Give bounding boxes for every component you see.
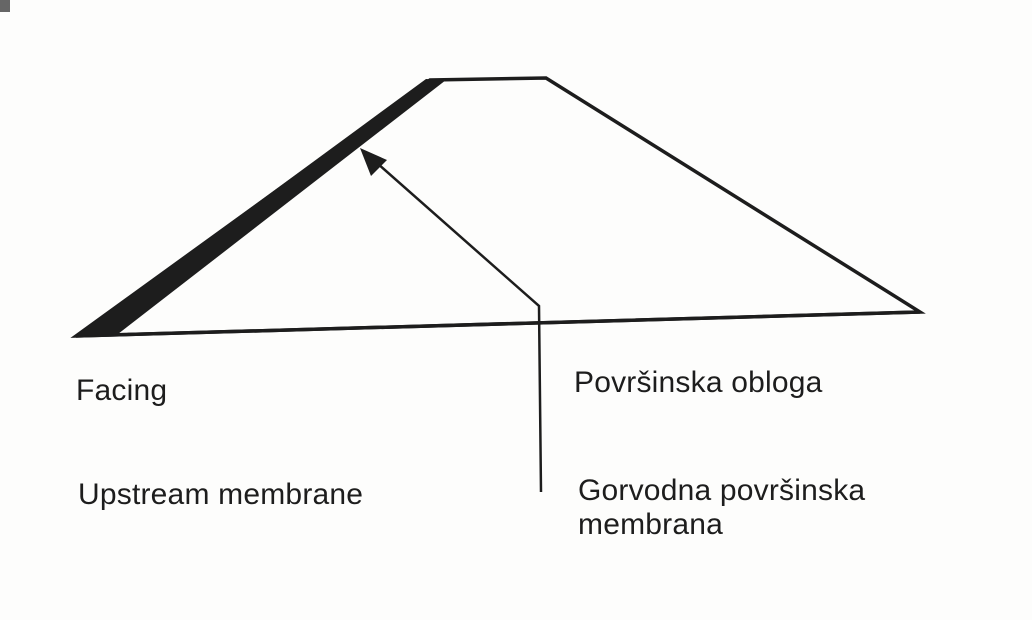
arrow-head bbox=[360, 148, 387, 176]
label-membrane-hr-line2: membrana bbox=[578, 508, 723, 541]
label-membrane-en: Upstream membrane bbox=[78, 478, 364, 511]
label-membrane-hr-line1: Gorvodna površinska bbox=[578, 474, 866, 507]
scan-corner-mark bbox=[0, 0, 10, 12]
label-membrane-hr: Gorvodna površinska membrana bbox=[578, 474, 865, 542]
label-facing-en: Facing bbox=[76, 374, 168, 407]
upstream-facing bbox=[76, 79, 446, 336]
embankment-base bbox=[75, 310, 921, 338]
embankment-outline bbox=[70, 76, 926, 338]
leader-line bbox=[376, 162, 543, 493]
label-facing-hr: Površinska obloga bbox=[574, 366, 823, 399]
